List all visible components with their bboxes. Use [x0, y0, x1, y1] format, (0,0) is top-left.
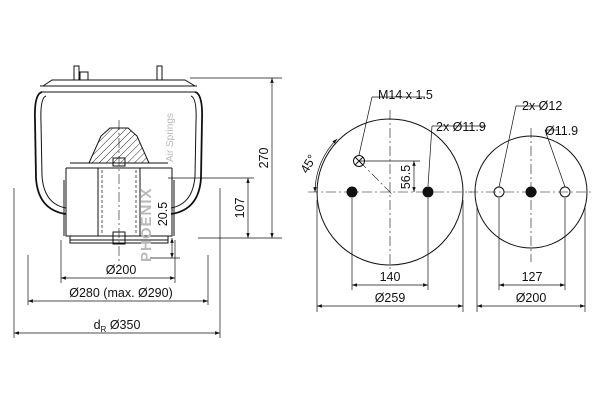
label-thread: M14 x 1.5: [378, 88, 433, 102]
mounting-stud-left: [73, 65, 89, 81]
brand-watermark: PHOENIX Air Springs: [138, 113, 176, 262]
hole-left: [346, 186, 358, 198]
dim-vertical: 56.5: [399, 165, 413, 189]
piston: [63, 157, 175, 245]
svg-text:Air Springs: Air Springs: [165, 113, 176, 162]
hole-right: [422, 186, 434, 198]
dim-bellow-dia: Ø280 (max. Ø290): [69, 286, 173, 300]
bottom-plate-view: 2x Ø12 Ø11.9 127 Ø200: [468, 99, 594, 312]
dim-dia: Ø259: [375, 291, 406, 305]
dim-piston-dia: Ø200: [106, 263, 137, 277]
hole-center: [525, 186, 537, 198]
label-holes-large: 2x Ø12: [522, 99, 562, 113]
dim-spacing: 140: [380, 270, 401, 284]
svg-text:PHOENIX: PHOENIX: [138, 187, 155, 262]
bellow-contour: [33, 91, 204, 215]
dim-roll-dia: dR Ø350: [94, 318, 141, 334]
dim-spacing-bottom: 127: [522, 270, 543, 284]
dim-height-piston: 107: [233, 198, 247, 219]
side-view: 270 107 20.5 Ø200 Ø280 (max. Ø290) dR Ø3…: [13, 65, 282, 338]
dim-height-total: 270: [257, 148, 271, 169]
dim-dia-bottom: Ø200: [516, 291, 547, 305]
mounting-stud-right: [156, 65, 163, 81]
label-holes-small: Ø11.9: [545, 124, 578, 138]
top-plate-view: 56.5 45° M14 x 1.5 2x Ø11.9 140 Ø259: [298, 88, 486, 312]
label-holes: 2x Ø11.9: [436, 120, 486, 134]
dim-offset: 20.5: [156, 202, 170, 226]
dim-angle: 45°: [298, 152, 320, 175]
